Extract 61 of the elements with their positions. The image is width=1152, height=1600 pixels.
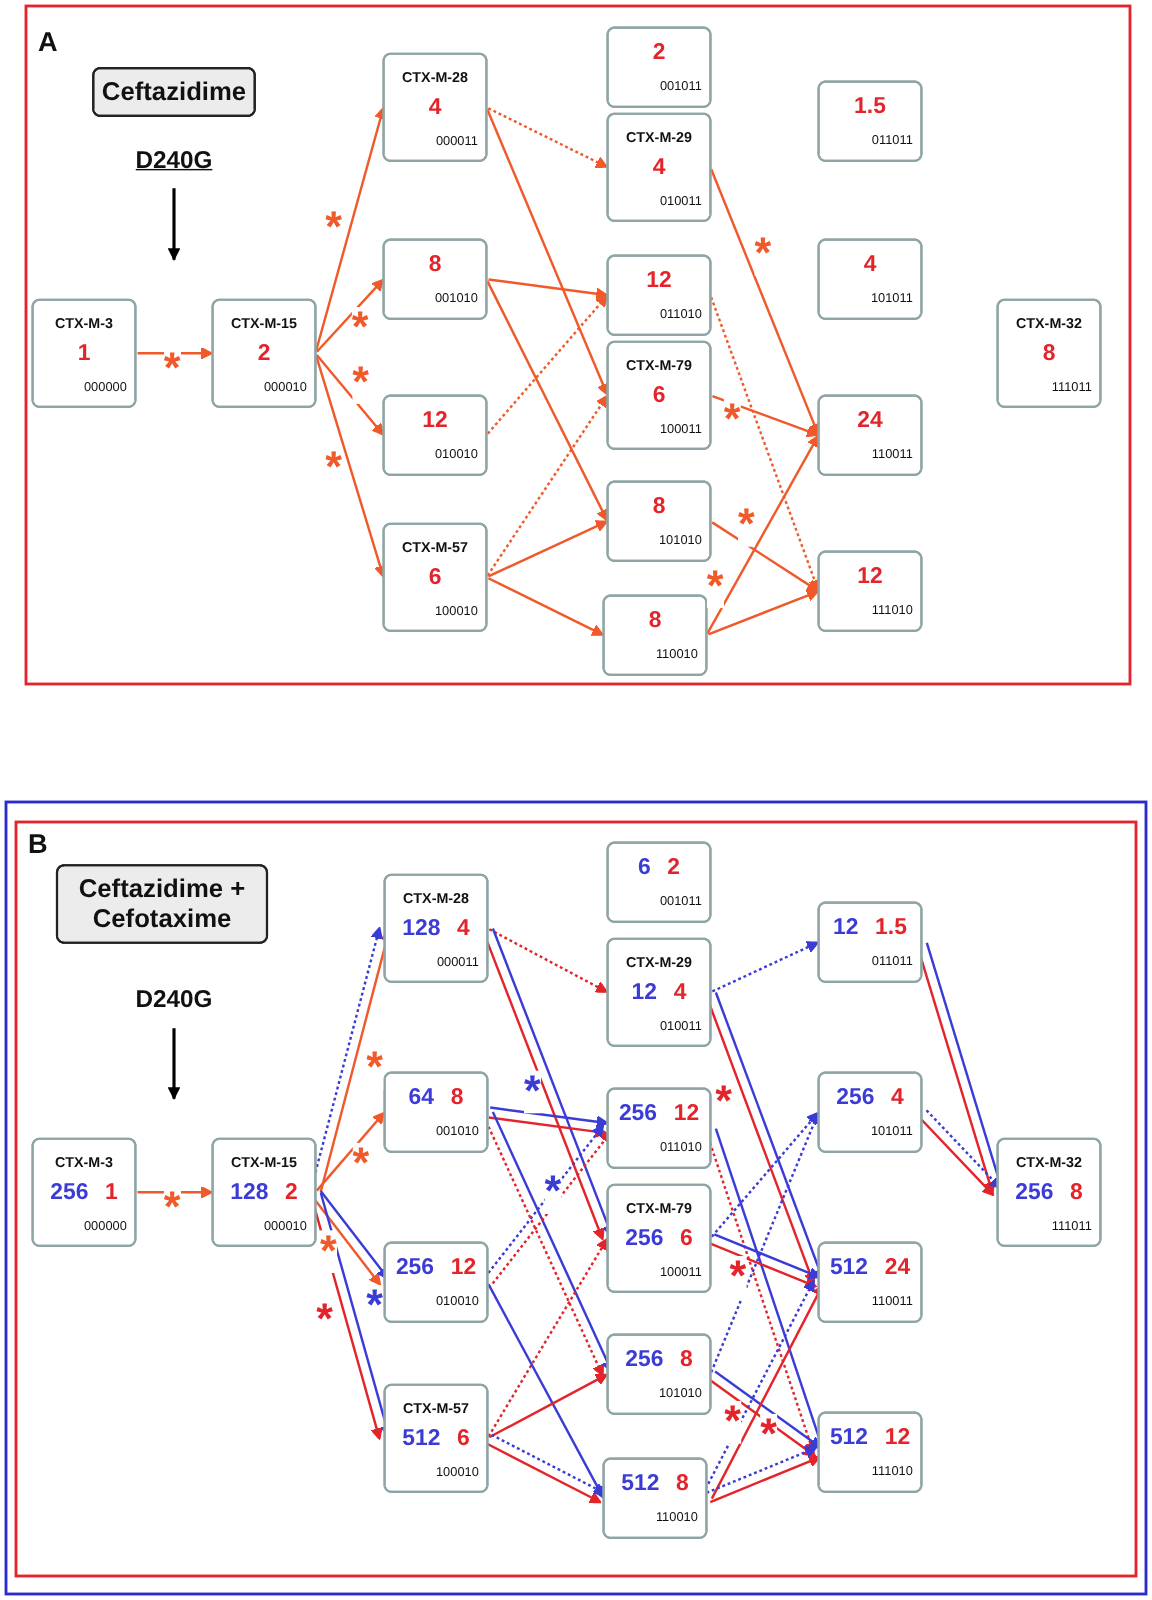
arrow <box>707 589 820 636</box>
edge-label: * <box>754 231 772 278</box>
arrow <box>486 108 609 396</box>
edge-label: * <box>724 1398 741 1446</box>
arrow <box>486 394 609 577</box>
arrow <box>167 1028 181 1100</box>
edge-label: * <box>316 1297 333 1344</box>
arrow <box>711 941 820 993</box>
arrow <box>487 1237 609 1438</box>
edge-label: * <box>760 1411 777 1458</box>
arrow <box>167 188 181 261</box>
arrow <box>486 280 609 522</box>
edge-label: * <box>723 396 741 444</box>
edge-label: * <box>163 1184 181 1232</box>
arrow <box>710 1111 820 1238</box>
arrow <box>488 278 609 300</box>
arrow <box>712 394 820 438</box>
node-text: D240G <box>135 986 213 1014</box>
arrow <box>316 278 385 353</box>
edge-label: * <box>715 1078 733 1126</box>
edge-label: * <box>163 345 181 393</box>
edge-label: * <box>523 1068 541 1115</box>
arrow <box>137 1186 214 1199</box>
arrow <box>488 1116 608 1138</box>
arrow <box>713 1233 821 1280</box>
arrow <box>710 1111 821 1373</box>
node-text: D240G <box>135 146 213 174</box>
edge-label: * <box>729 1254 747 1301</box>
arrow <box>314 355 387 578</box>
arrow <box>490 1106 609 1128</box>
arrow <box>706 434 820 634</box>
arrow <box>710 296 821 592</box>
edge-label: * <box>366 1045 384 1092</box>
arrow <box>315 354 385 436</box>
arrow <box>488 928 609 993</box>
arrow <box>709 1455 822 1504</box>
arrow <box>711 521 820 592</box>
edge-label: * <box>325 444 343 492</box>
edge-label: * <box>319 1228 337 1275</box>
arrow <box>315 1111 386 1192</box>
arrow <box>487 107 609 168</box>
arrow <box>710 1242 818 1289</box>
arrow <box>491 1433 607 1495</box>
edge-label: * <box>351 304 369 352</box>
arrow <box>487 577 605 636</box>
arrow <box>487 1283 605 1499</box>
arrow <box>486 294 609 435</box>
arrow <box>706 1446 818 1494</box>
edge-label: * <box>352 1140 370 1187</box>
edge-label: * <box>325 204 342 251</box>
arrow <box>488 1373 609 1439</box>
arrow <box>486 1442 602 1504</box>
edge-label: * <box>352 359 370 406</box>
arrow <box>137 347 214 360</box>
edge-label: * <box>706 563 724 610</box>
arrow <box>710 168 821 436</box>
edge-label: * <box>366 1283 383 1330</box>
edge-label: * <box>544 1169 562 1216</box>
arrow <box>487 520 609 578</box>
edge-label: * <box>737 501 755 549</box>
arrow <box>314 106 387 352</box>
